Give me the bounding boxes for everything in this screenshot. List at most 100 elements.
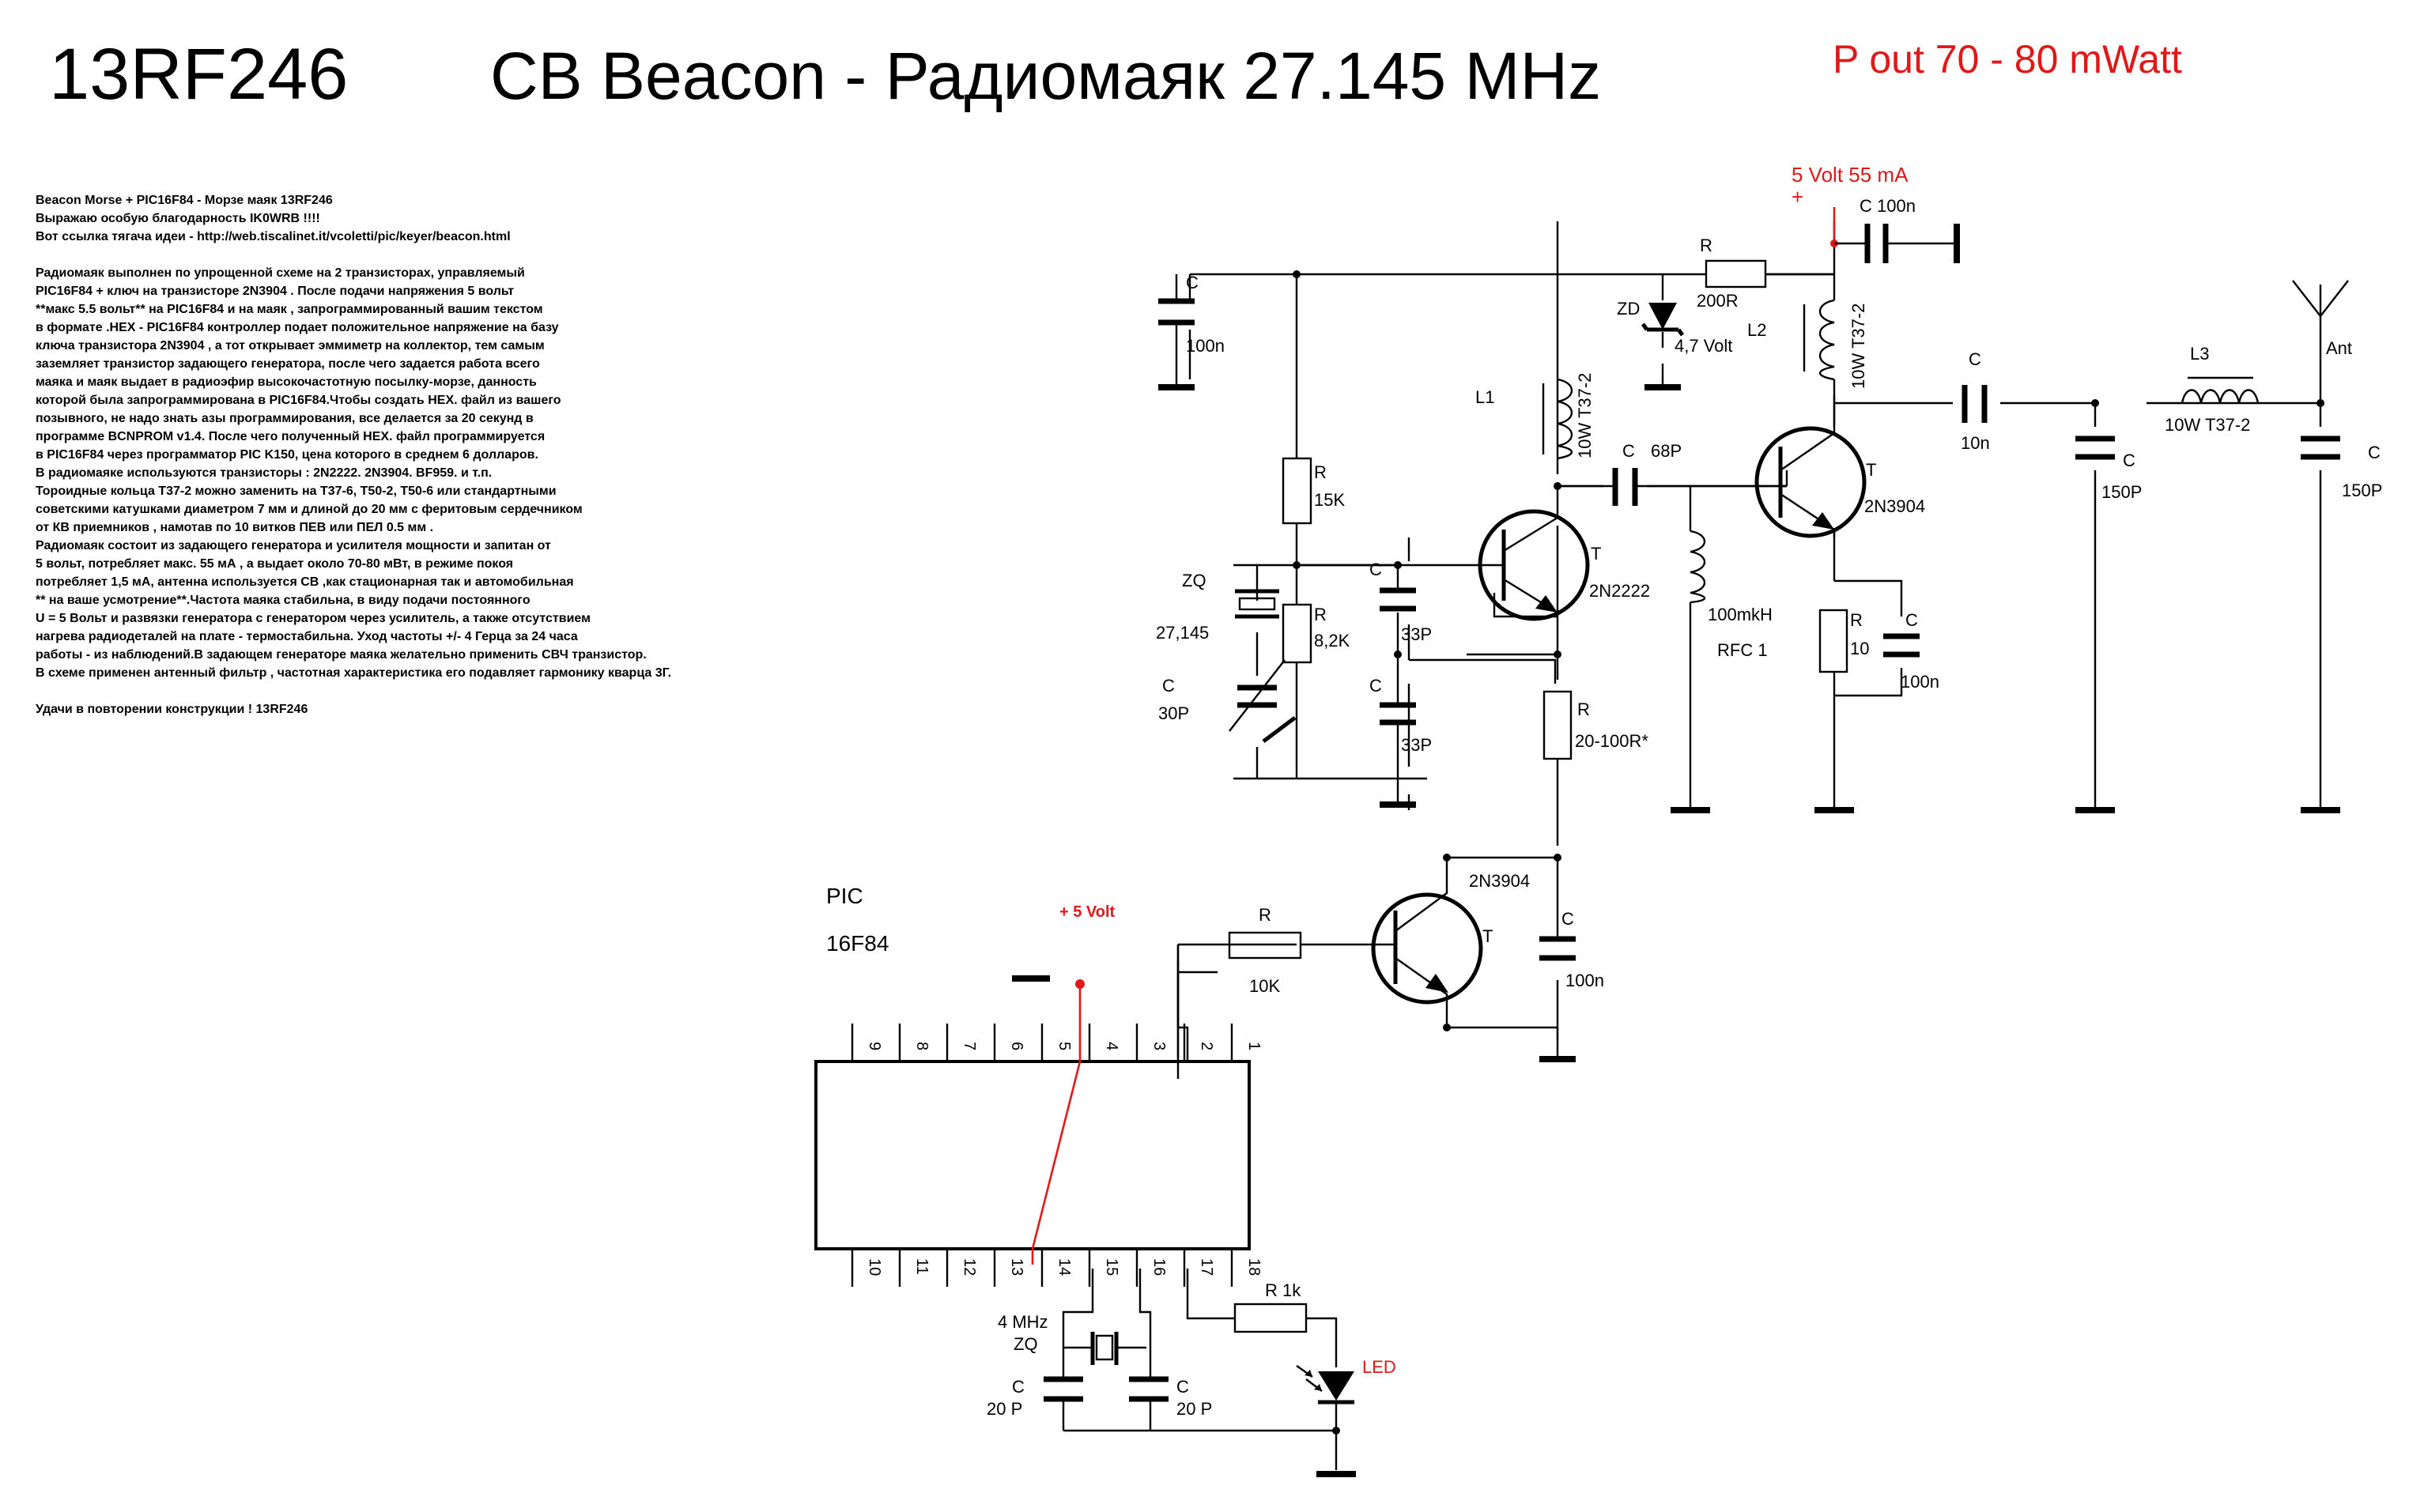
cf1-label: C: [2123, 451, 2135, 470]
pin-number: 13: [1008, 1258, 1025, 1276]
c-supply-label: C 100n: [1860, 196, 1916, 216]
ck-label: C: [1561, 909, 1574, 929]
note-line: Удачи в повторении конструкции ! 13RF246: [36, 703, 308, 716]
pic-label: PIC: [826, 884, 863, 908]
cf1-value: 150P: [2101, 482, 2142, 502]
c68-label: C: [1622, 441, 1635, 461]
t3-type: 2N3904: [1469, 871, 1530, 891]
l3-value: 10W T37-2: [2165, 415, 2250, 435]
l2-value: 10W T37-2: [1848, 304, 1868, 389]
feedback-capacitor-33p-b: [1380, 654, 1416, 808]
r82-value: 8,2K: [1314, 631, 1350, 650]
pin-number: 8: [913, 1042, 931, 1050]
c-input-value: 100n: [1186, 336, 1225, 356]
filter-capacitor-2: [2301, 436, 2340, 813]
transistor-2n2222-osc: [1409, 486, 1590, 656]
note-line: в PIC16F84 через программатор PIC K150, …: [36, 448, 538, 462]
c68-value: 68P: [1651, 441, 1682, 461]
note-line: заземляет транзистор задающего генератор…: [36, 357, 540, 371]
zq-label: ZQ: [1182, 571, 1206, 590]
c33a-value: 33P: [1401, 624, 1432, 644]
bias-resistor-8k2: [1282, 603, 1312, 664]
led-label: LED: [1362, 1357, 1396, 1377]
xtal-value: 4 MHz: [998, 1312, 1048, 1332]
pin-number: 4: [1103, 1042, 1120, 1050]
note-line: Beacon Morse + PIC16F84 - Морзе маяк 13R…: [36, 194, 333, 207]
re-label: R: [1850, 610, 1863, 630]
rfc-value: 100mkH: [1708, 605, 1773, 624]
pin-number: 7: [961, 1042, 978, 1050]
note-line: U = 5 Вольт и развязки генератора с гене…: [36, 612, 591, 625]
note-line: маяка и маяк выдает в радиоэфир высокоча…: [36, 375, 537, 389]
input-decoupling-capacitor: [1158, 274, 1195, 390]
t1-type: 2N2222: [1589, 581, 1650, 601]
cx2-label: C: [1176, 1377, 1189, 1397]
rled-label: R 1k: [1265, 1280, 1301, 1300]
t3-label: T: [1482, 926, 1493, 946]
pin-number: 3: [1150, 1042, 1168, 1050]
pin-number: 5: [1055, 1042, 1073, 1050]
output-coupling-capacitor: [1962, 385, 1988, 423]
emitter-bypass-capacitor: [1883, 633, 1920, 658]
pin-number: 1: [1245, 1042, 1263, 1050]
note-line: Радиомаяк выполнен по упрощенной схеме н…: [36, 266, 525, 280]
coupling-capacitor-68p: [1558, 468, 1787, 506]
cf2-value: 150P: [2342, 481, 2382, 500]
c33b-value: 33P: [1401, 735, 1432, 755]
pin-number: 18: [1245, 1258, 1263, 1276]
t1-label: T: [1591, 544, 1601, 564]
note-line: 5 вольт, потребляет макс. 55 мА , а выда…: [36, 557, 513, 571]
filter-capacitor-1: [2075, 436, 2115, 813]
coil-l2: [1803, 299, 1835, 381]
note-line: Вот ссылка тягача идеи - http://web.tisc…: [36, 230, 511, 243]
r20-value: 20-100R*: [1575, 731, 1648, 751]
coil-l3: [2181, 376, 2260, 404]
note-line: **макс 5.5 вольт** на PIC16F84 и на маяк…: [36, 303, 543, 316]
r-series-value: 200R: [1697, 291, 1739, 311]
pic-supply-label: + 5 Volt: [1059, 903, 1116, 921]
cx2-value: 20 P: [1176, 1399, 1212, 1419]
pin-number: 15: [1103, 1258, 1120, 1276]
series-resistor: [1705, 259, 1767, 288]
rfc-name: RFC 1: [1717, 640, 1768, 660]
zq-value: 27,145: [1156, 623, 1209, 643]
zener-diode: [1641, 274, 1685, 390]
pin-number: 11: [913, 1258, 931, 1275]
ctrim-value: 30P: [1158, 703, 1189, 723]
pic16f84-chip: [814, 1060, 1251, 1250]
rb-value: 10K: [1249, 976, 1280, 996]
note-line: потребляет 1,5 мА, антенна используется …: [36, 575, 574, 589]
cx1-label: C: [1012, 1377, 1025, 1397]
power-output-note: P out 70 - 80 mWatt: [1833, 37, 2182, 81]
r15-label: R: [1314, 462, 1327, 482]
led-branch: [1186, 1269, 1356, 1477]
crystal-27145: [1233, 564, 1279, 619]
schematic-title: CB Beacon - Радиомаяк 27.145 MHz: [490, 39, 1601, 113]
supply-bypass-capacitor: [1834, 224, 1960, 263]
l2-label: L2: [1747, 320, 1766, 340]
bias-resistor-15k: [1282, 457, 1312, 525]
pin-number: 12: [961, 1258, 978, 1276]
note-line: от КВ приемников , намотав по 10 витков …: [36, 521, 433, 534]
l3-label: L3: [2190, 344, 2209, 364]
c10n-label: C: [1969, 349, 1981, 369]
pin-number: 14: [1055, 1258, 1073, 1276]
supply-plus-label: +: [1792, 185, 1803, 209]
re-value: 10: [1850, 639, 1869, 658]
transistor-2n3904-key: [1344, 858, 1483, 1027]
pin-number: 2: [1198, 1042, 1215, 1050]
description-notes: Beacon Morse + PIC16F84 - Морзе маяк 13R…: [36, 194, 671, 716]
c33a-label: C: [1369, 560, 1382, 579]
note-line: В радиомаяке используются транзисторы : …: [36, 466, 492, 480]
note-line: нагрева радиодеталей на плате - термоста…: [36, 630, 578, 643]
rb-label: R: [1259, 905, 1271, 925]
t2-type: 2N3904: [1864, 496, 1925, 516]
note-line: Тороидные кольца Т37-2 можно заменить на…: [36, 485, 557, 498]
callsign-title: 13RF246: [49, 34, 348, 115]
note-line: программе BCNPROM v1.4. После чего получ…: [36, 430, 545, 443]
ctrim-label: C: [1162, 676, 1175, 696]
c10n-value: 10n: [1961, 433, 1990, 453]
zd-label: ZD: [1617, 299, 1640, 319]
